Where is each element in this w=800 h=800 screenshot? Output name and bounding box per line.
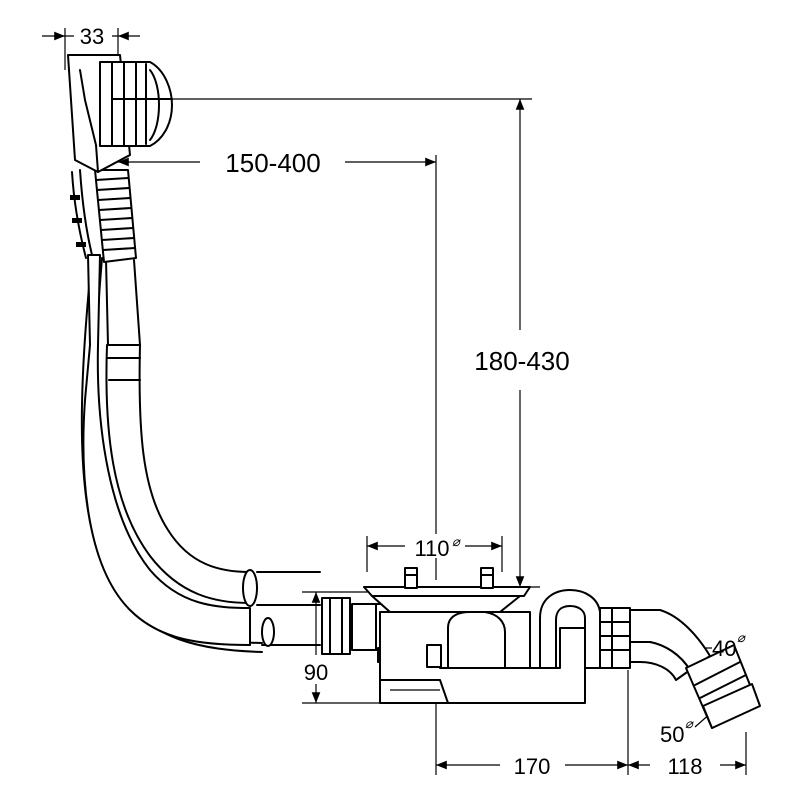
dim-outlet-length: 118 (667, 754, 702, 779)
dim-height: 90 (304, 660, 328, 685)
dim-outlet-offset: 170 (514, 754, 551, 779)
dim-horizontal-reach: 150-400 (225, 148, 320, 178)
dimension-labels: 33 150-400 180-430 110 ⌀ 90 170 118 40 ⌀… (74, 22, 746, 779)
corrugated-hose (70, 169, 137, 263)
dim-vertical-reach: 180-430 (474, 346, 569, 376)
overflow-head (67, 54, 173, 173)
drain-body (363, 567, 586, 704)
dim-outlet-diameter-40: 40 (712, 636, 736, 661)
dim-drain-diameter-symbol: ⌀ (452, 534, 461, 549)
dim-outlet-diameter-50-symbol: ⌀ (685, 716, 694, 731)
dim-drain-diameter: 110 (414, 536, 449, 561)
overflow-pipe (82, 254, 258, 646)
dim-overflow-width: 33 (80, 24, 104, 49)
dim-outlet-diameter-40-symbol: ⌀ (737, 630, 746, 645)
dim-outlet-diameter-50: 50 (660, 722, 684, 747)
outlet-trap (539, 589, 761, 729)
